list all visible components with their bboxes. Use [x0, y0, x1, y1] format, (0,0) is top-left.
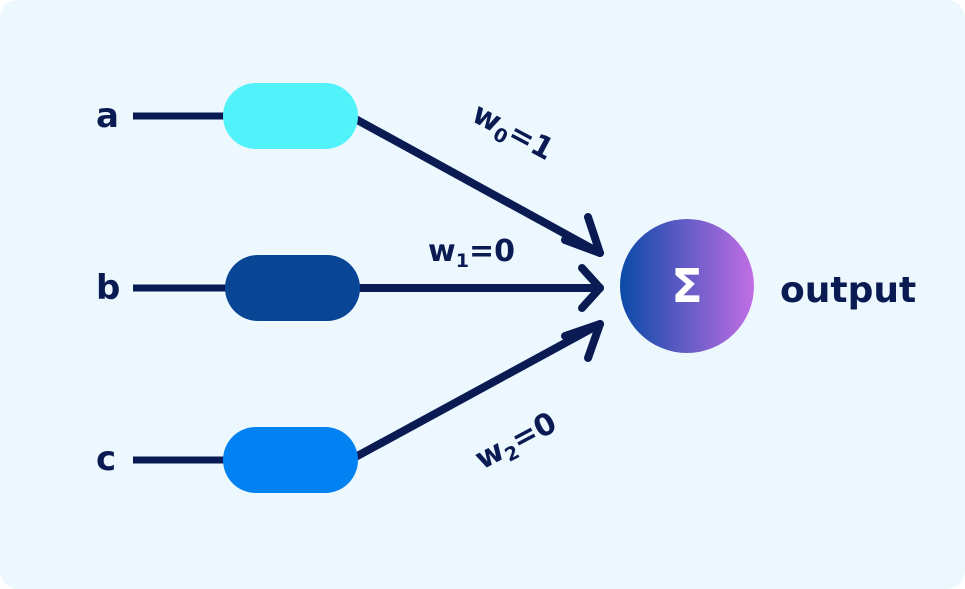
arrowhead-b [578, 264, 604, 312]
input-label-a: a [96, 96, 119, 136]
svg-text:w0=1: w0=1 [465, 96, 560, 170]
output-label: output [780, 270, 916, 311]
sigma-icon: Σ [671, 259, 702, 313]
arrowhead-a [561, 213, 604, 257]
input-node-b [225, 255, 360, 321]
input-node-c [223, 427, 358, 493]
svg-text:w2=0: w2=0 [469, 405, 564, 479]
edge-c [346, 320, 604, 464]
weight-label-w2: w2=0 [469, 405, 564, 479]
sum-node [620, 219, 754, 353]
weight-label-w1: w1=0 [428, 234, 515, 272]
weight-label-w0: w0=1 [465, 96, 560, 170]
edge-a [346, 112, 604, 257]
input-node-a [223, 83, 358, 149]
input-label-c: c [96, 439, 116, 479]
arrowhead-c [561, 320, 604, 362]
input-label-b: b [96, 268, 120, 308]
svg-text:w1=0: w1=0 [428, 234, 515, 272]
